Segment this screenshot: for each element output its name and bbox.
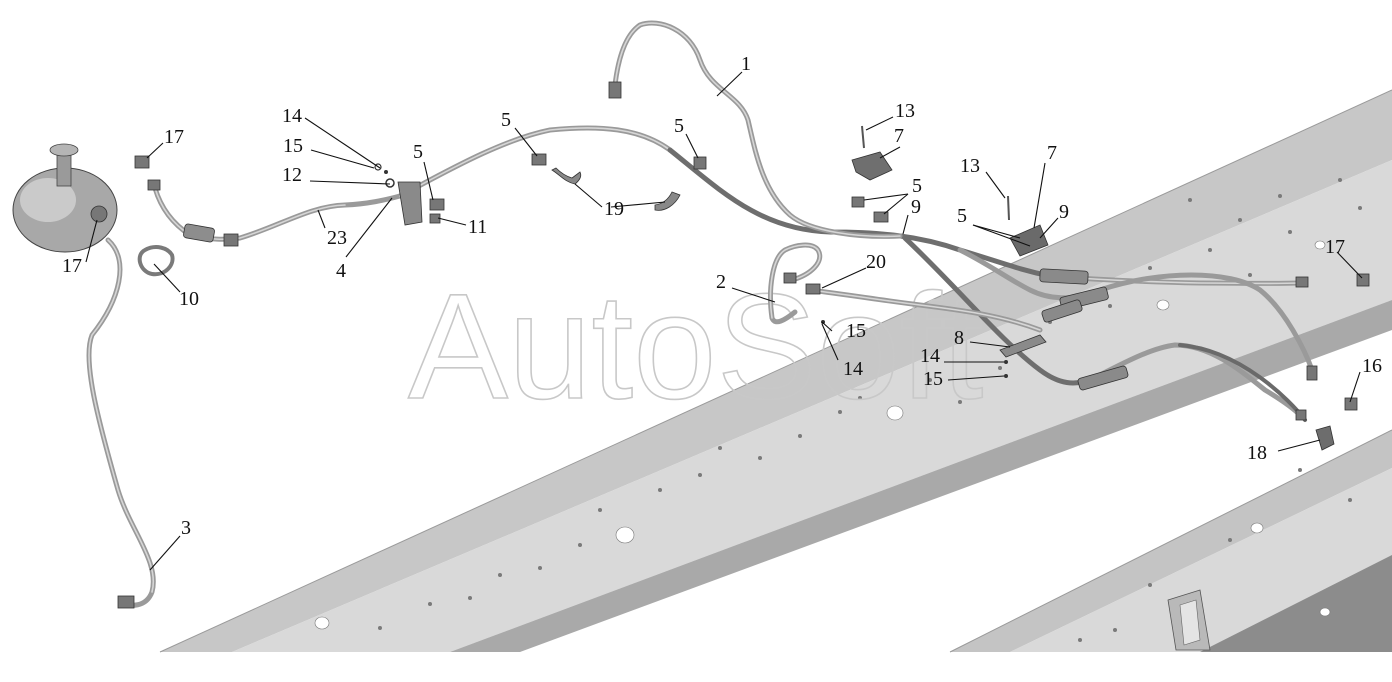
frame-bracket — [1167, 589, 1211, 651]
bracket-19 — [551, 167, 681, 211]
left-frame-rail — [159, 89, 1392, 653]
callout-13-b: 13 — [960, 155, 980, 177]
pipe-1 — [608, 20, 903, 239]
callout-20: 20 — [866, 251, 886, 273]
callout-9-b: 9 — [1059, 201, 1069, 223]
callout-14-a: 14 — [282, 105, 302, 127]
callout-8: 8 — [954, 327, 964, 349]
callout-3: 3 — [181, 517, 191, 539]
right-frame-rail — [949, 429, 1392, 653]
callout-7-b: 7 — [1047, 142, 1057, 164]
callout-5-a: 5 — [501, 109, 511, 131]
pipe-3 — [86, 237, 156, 609]
callout-14-c: 14 — [920, 345, 940, 367]
clamp-7-upper — [851, 125, 893, 181]
callout-15-c: 15 — [923, 368, 943, 390]
clips-5 — [429, 153, 889, 223]
callout-5-b: 5 — [674, 115, 684, 137]
bracket-4 — [374, 163, 423, 226]
leader-lines — [85, 71, 1363, 571]
pipe-to-right-upper — [1039, 268, 1318, 381]
callout-5-d: 5 — [912, 175, 922, 197]
callout-15-a: 15 — [283, 135, 303, 157]
callout-15-b: 15 — [846, 320, 866, 342]
clamp-7-right — [1007, 195, 1049, 257]
callout-14-b: 14 — [843, 358, 863, 380]
callout-18: 18 — [1247, 442, 1267, 464]
pipe-20 — [805, 283, 1043, 333]
callout-16: 16 — [1362, 355, 1382, 377]
air-receiver — [12, 143, 118, 253]
callout-19: 19 — [604, 198, 624, 220]
callout-13-a: 13 — [895, 100, 915, 122]
callout-2: 2 — [716, 271, 726, 293]
callout-labels: 1 2 3 4 5 5 5 5 5 7 7 8 9 9 10 11 12 13 … — [62, 53, 1382, 539]
callout-4: 4 — [336, 260, 346, 282]
pipe-to-right-lower — [902, 235, 1307, 422]
pipe-main-upper — [397, 125, 1053, 279]
callout-17-a: 17 — [164, 126, 184, 148]
callout-11: 11 — [468, 216, 487, 238]
pipe-mid-lower — [957, 247, 1109, 323]
plate-8 — [999, 334, 1047, 358]
fitting-17-right — [1356, 273, 1370, 287]
pipe-2 — [768, 242, 823, 325]
fitting-17-left — [134, 155, 150, 169]
callout-12: 12 — [282, 164, 302, 186]
callout-7-a: 7 — [894, 125, 904, 147]
callout-1: 1 — [741, 53, 751, 75]
callout-17-c: 17 — [1325, 236, 1345, 258]
fitting-18 — [1315, 425, 1335, 451]
callout-17-b: 17 — [62, 255, 82, 277]
pipe-23 — [147, 179, 403, 247]
callout-9-a: 9 — [911, 196, 921, 218]
callout-5-c: 5 — [413, 141, 423, 163]
washers-14-15 — [821, 320, 1008, 378]
callout-5-e: 5 — [957, 205, 967, 227]
left-frame-rail-holes — [314, 178, 1362, 630]
callout-10: 10 — [179, 288, 199, 310]
hose-clamp-10 — [137, 245, 175, 277]
callout-23: 23 — [327, 227, 347, 249]
watermark-text: AutoSoft — [408, 262, 983, 430]
